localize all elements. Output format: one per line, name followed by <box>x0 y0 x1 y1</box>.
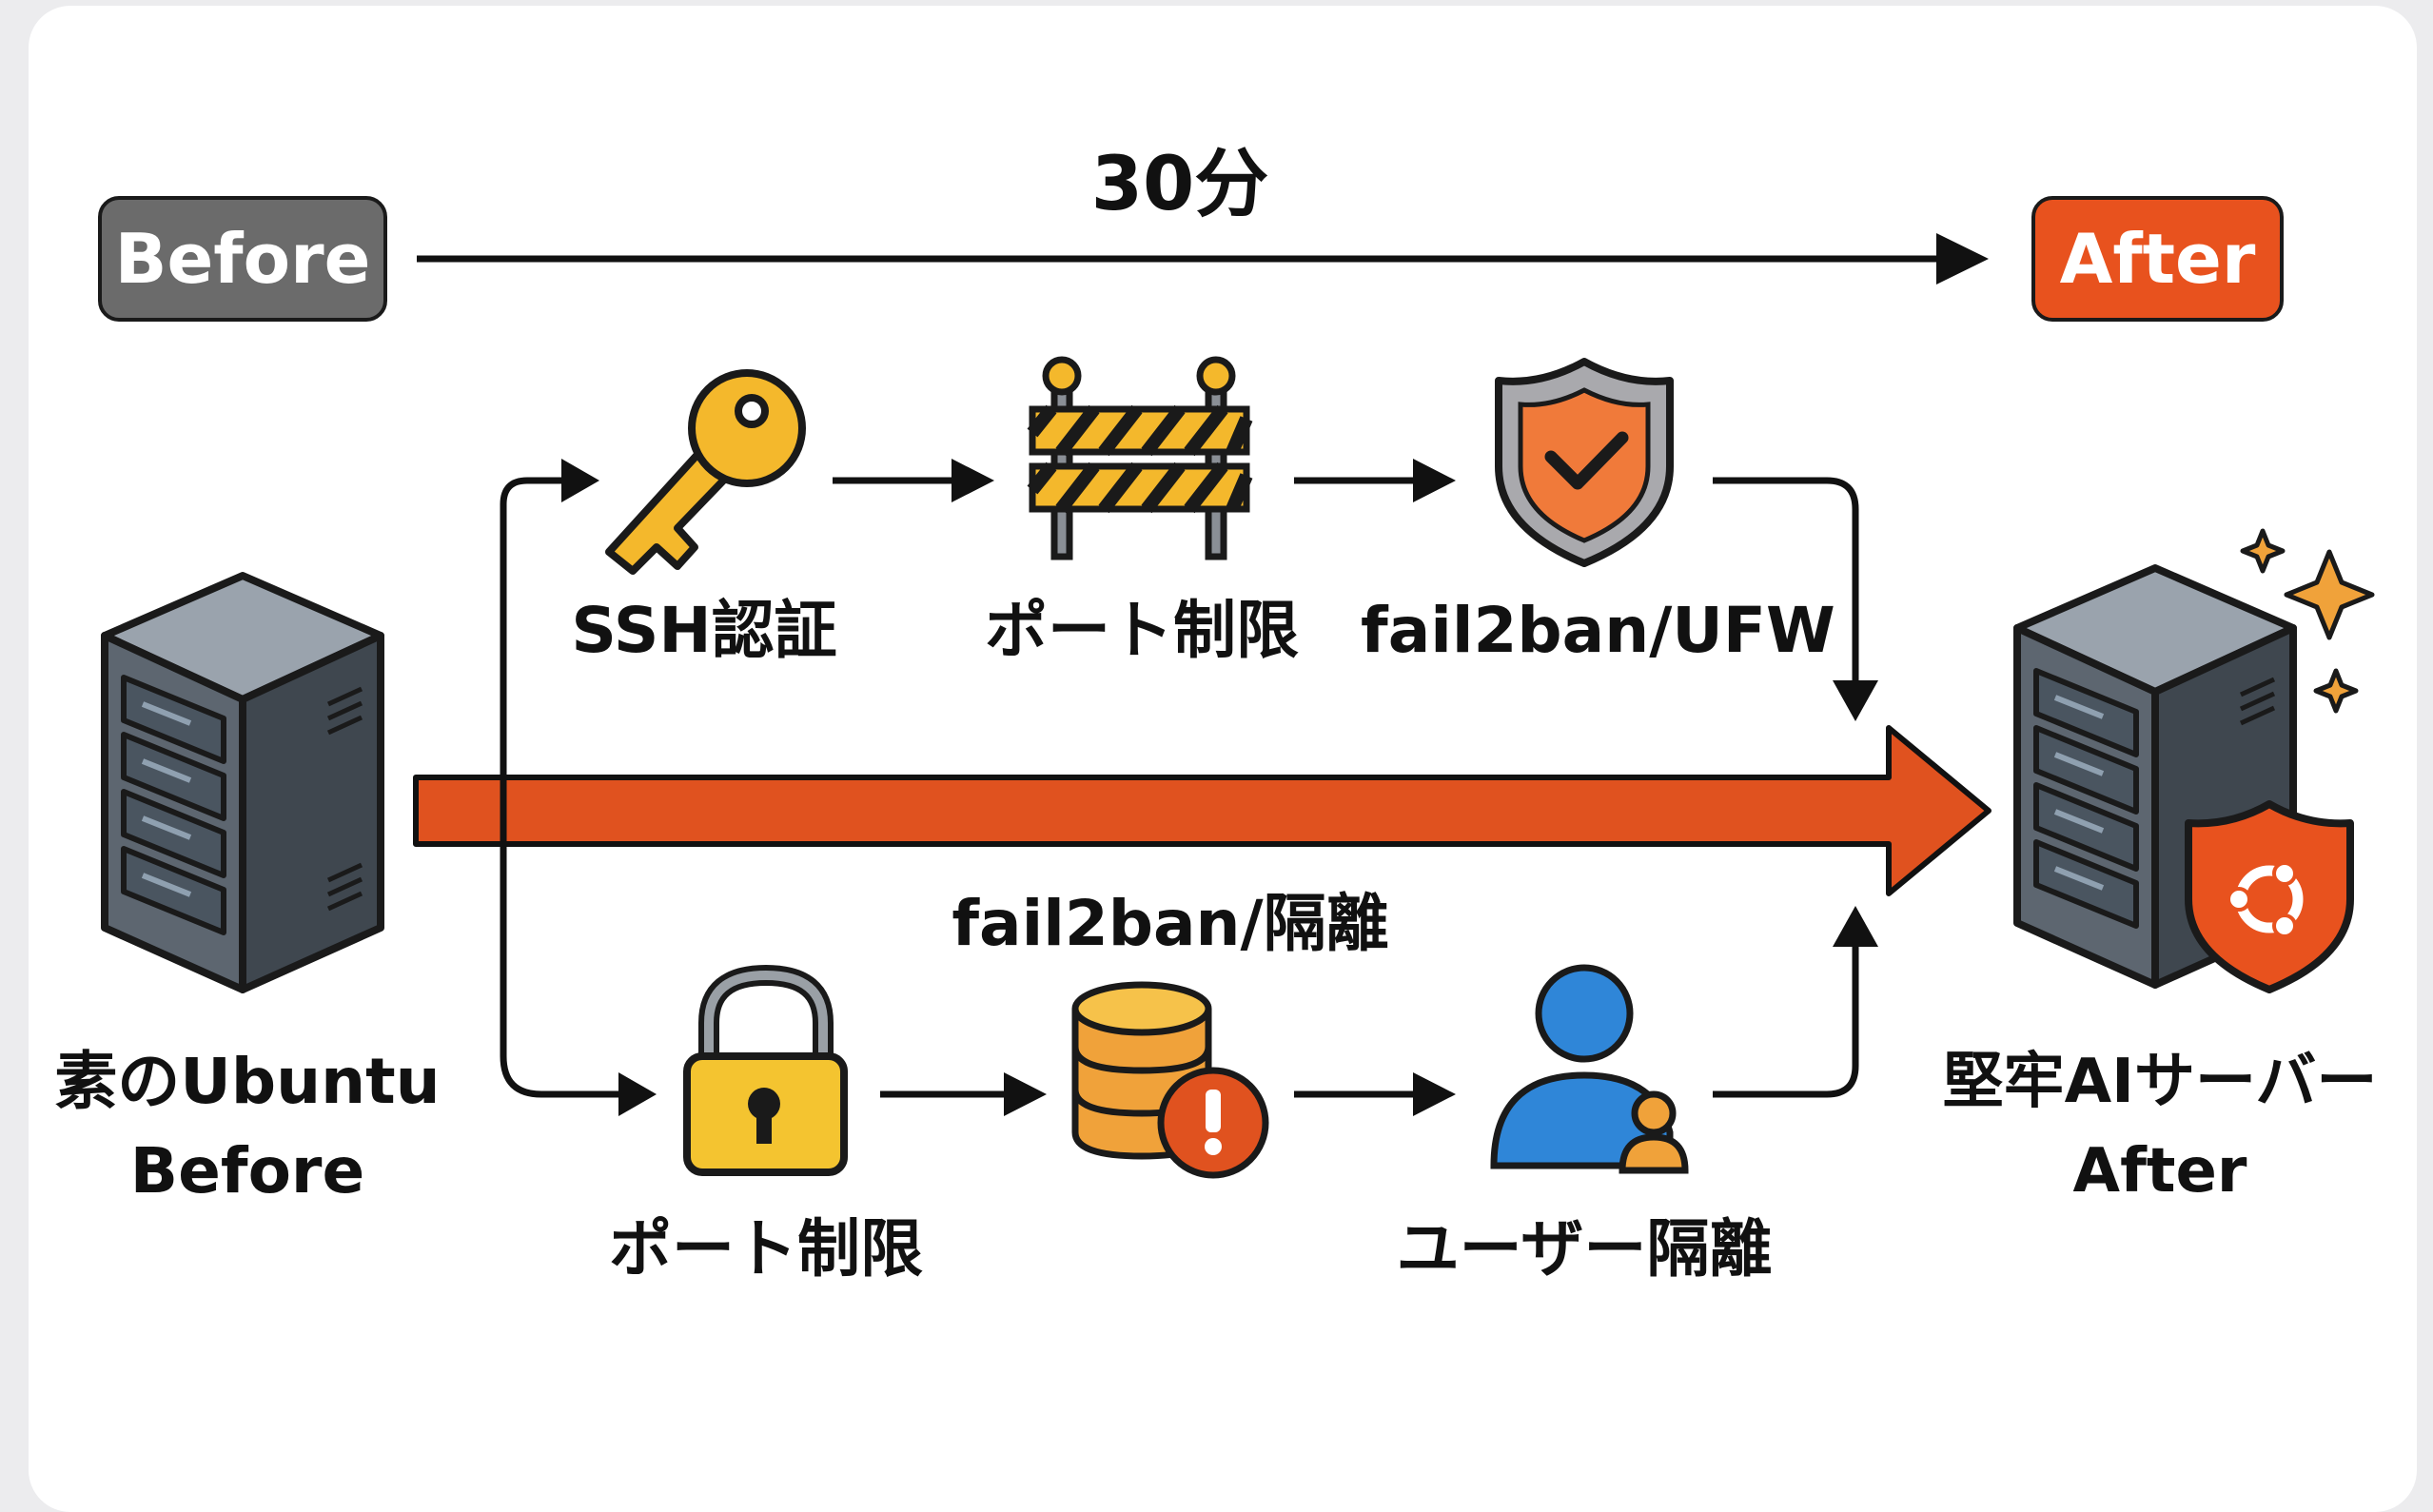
source-server-name: 素のUbuntu <box>54 1045 441 1118</box>
user-group-icon <box>1490 964 1689 1174</box>
shield-check-icon <box>1495 358 1674 567</box>
branch-connectors <box>500 477 1859 1098</box>
after-badge: After <box>2031 196 2284 322</box>
source-server-caption: 素のUbuntu Before <box>38 1037 457 1216</box>
duration-label: 30分 <box>1090 142 1269 227</box>
step-arrowheads <box>952 459 1456 1116</box>
step-label-port-restriction-bottom: ポート制限 <box>609 1212 923 1286</box>
target-server-name: 堅牢AIサーバー <box>1942 1047 2378 1117</box>
source-server-state: Before <box>129 1134 365 1208</box>
target-server-caption: 堅牢AIサーバー After <box>1922 1037 2398 1216</box>
step-label-fail2ban-isolation: fail2ban/隔離 <box>952 887 1389 960</box>
sparkle-icon <box>2240 528 2375 714</box>
barricade-icon <box>1027 356 1253 560</box>
step-label-fail2ban-ufw: fail2ban/UFW <box>1361 594 1835 667</box>
timeline-arrow <box>417 233 1989 285</box>
padlock-icon <box>683 964 848 1176</box>
server-icon <box>101 572 384 993</box>
step-label-user-isolation: ユーザー隔離 <box>1396 1212 1773 1286</box>
step-label-port-restriction-top: ポート制限 <box>985 594 1299 667</box>
target-server-state: After <box>2072 1136 2247 1207</box>
ubuntu-shield-icon <box>2185 800 2354 993</box>
key-icon <box>605 369 806 575</box>
before-badge: Before <box>98 196 387 322</box>
database-alert-icon <box>1071 981 1269 1179</box>
step-arrows <box>833 477 1418 1098</box>
main-transform-arrow <box>413 725 1992 896</box>
branch-arrowheads <box>561 459 1878 1116</box>
step-label-ssh-auth: SSH認証 <box>571 594 837 667</box>
